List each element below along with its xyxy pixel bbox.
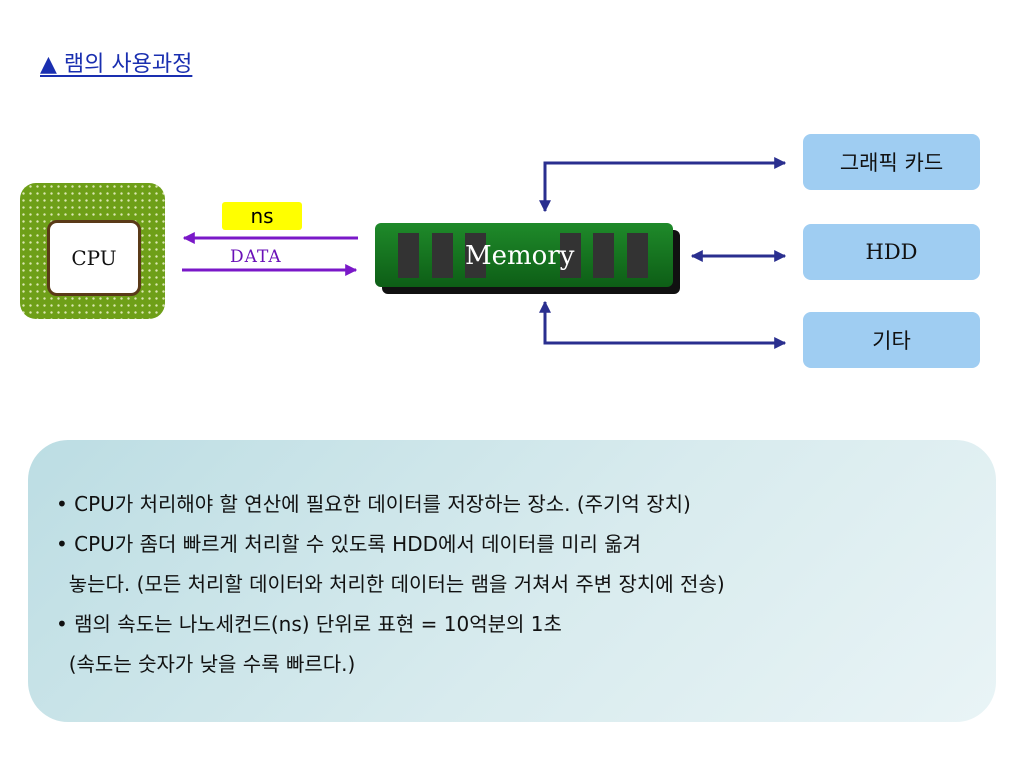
device-hdd: HDD [803,224,980,280]
cpu-chip: CPU [20,183,165,319]
notes-panel: • CPU가 처리해야 할 연산에 필요한 데이터를 저장하는 장소. (주기억… [28,440,996,722]
connector-arrows [182,157,787,349]
memory-chip [465,233,486,278]
arrow-graphics-card [539,157,787,213]
note-line-2: • CPU가 좀더 빠르게 처리할 수 있도록 HDD에서 데이터를 미리 옮겨 [56,532,642,556]
memory-chip [627,233,648,278]
note-line-3: 놓는다. (모든 처리할 데이터와 처리한 데이터는 램을 거쳐서 주변 장치에… [56,572,725,596]
data-label: DATA [230,247,282,267]
memory-label: Memory [465,241,575,271]
slide-title: ▲ 램의 사용과정 [40,52,193,77]
device-graphics-card: 그래픽 카드 [803,134,980,190]
memory-module: Memory [375,223,673,287]
note-line-4: • 램의 속도는 나노세컨드(ns) 단위로 표현 = 10억분의 1초 [56,612,562,636]
device-other: 기타 [803,312,980,368]
note-line-1: • CPU가 처리해야 할 연산에 필요한 데이터를 저장하는 장소. (주기억… [56,492,691,516]
memory-chip [398,233,419,278]
memory-chip [432,233,453,278]
memory-chip [560,233,581,278]
ns-label: ns [222,202,302,230]
memory-chip [593,233,614,278]
arrow-other [539,300,787,349]
cpu-label: CPU [47,220,141,296]
note-line-5: (속도는 숫자가 낮을 수록 빠르다.) [56,652,356,676]
